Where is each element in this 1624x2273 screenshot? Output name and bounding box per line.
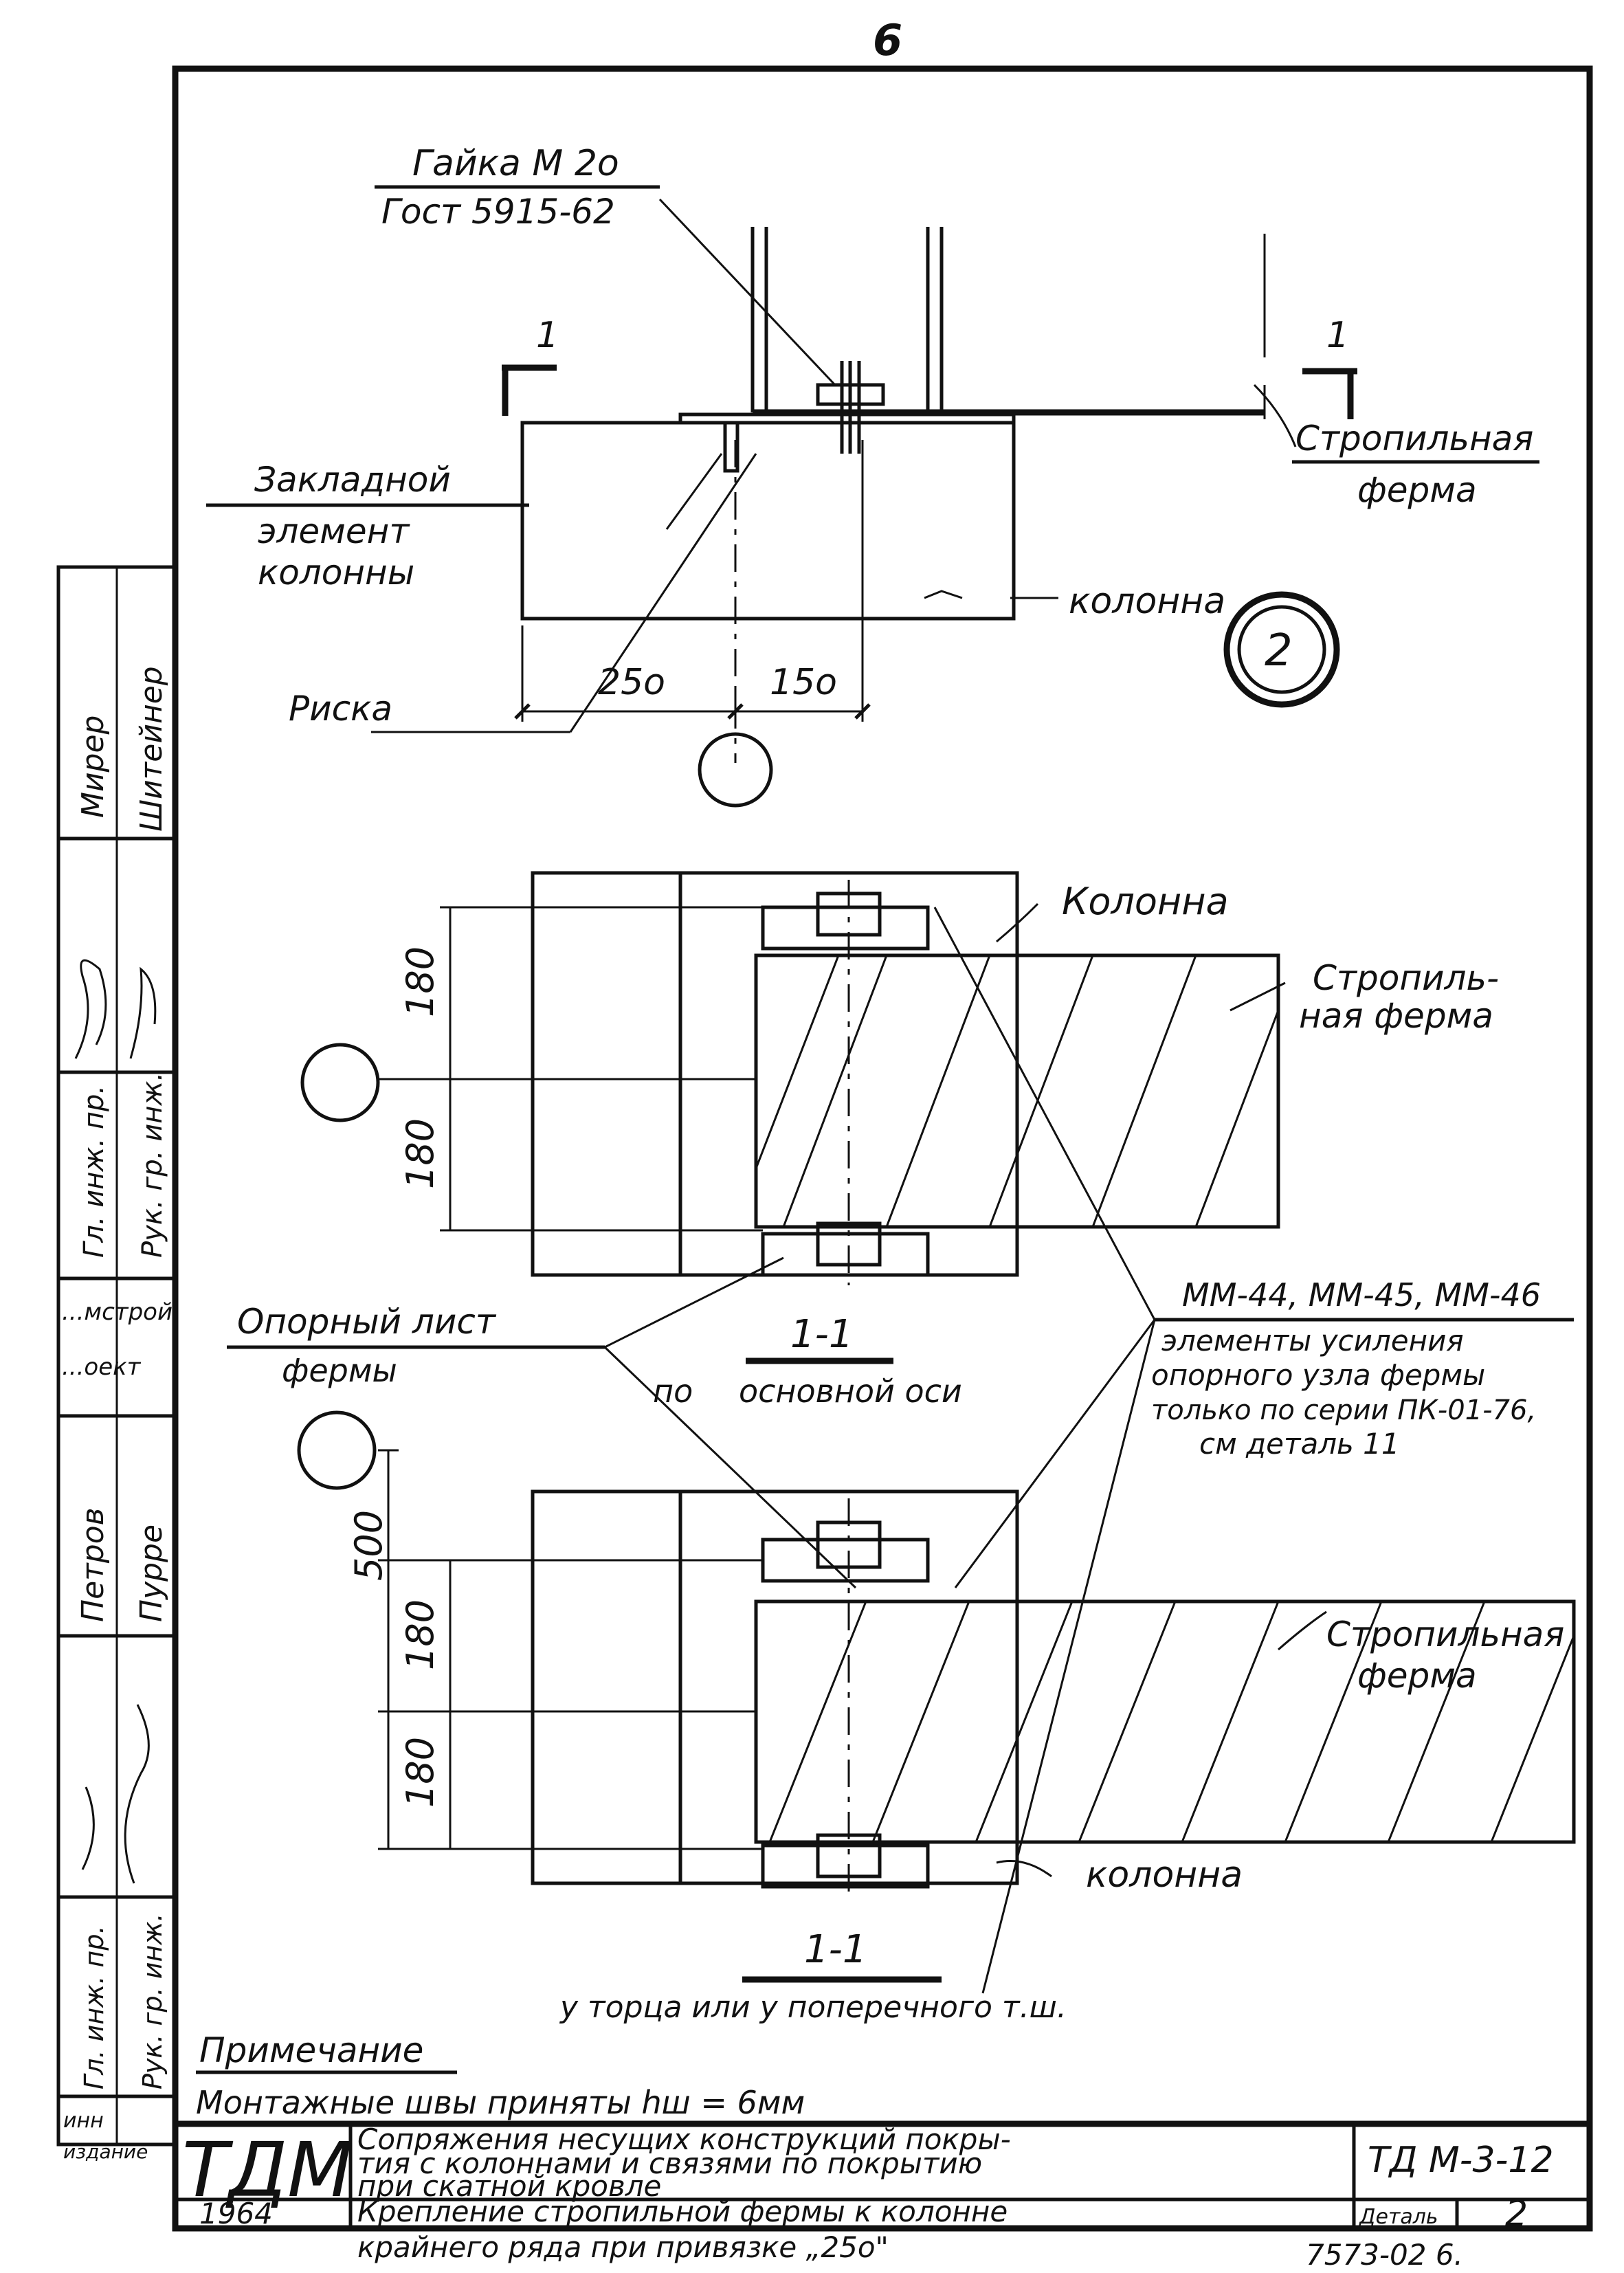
axis-bubble-top: [698, 732, 773, 808]
reinforce-label-5: см деталь 11: [1199, 1427, 1400, 1461]
stamp-role-5a: Гл. инж. пр.: [79, 1925, 109, 2089]
reinforce-label-4: только по серии ПК-01-76,: [1151, 1395, 1536, 1426]
section-title-bottom: 1-1: [804, 1927, 867, 1972]
embedded-label-2: элемент: [258, 511, 410, 551]
reinforce-label-2: элементы усиления: [1161, 1324, 1464, 1357]
subtitle-line-2: крайнего ряда при привязке „25о": [357, 2230, 889, 2264]
section-number-right: 1: [1326, 315, 1349, 356]
nut-label-2: Гост 5915-62: [381, 192, 615, 232]
bottom-view: 500 180 180 Стропильная ферма колонна 1-…: [297, 1410, 1576, 2025]
nut-label-1: Гайка М 2о: [412, 143, 619, 184]
stamp-role-2b: Рук. гр. инж.: [137, 1072, 168, 1258]
reinforce-label-3: опорного узла фермы: [1151, 1358, 1485, 1392]
stamp-name-1b: Шитейнер: [134, 666, 169, 832]
section-number-left: 1: [536, 315, 559, 356]
section-title-middle: 1-1: [790, 1312, 853, 1357]
stamp-role-2a: Гл. инж. пр.: [78, 1085, 110, 1258]
dim-total-bottom: 500: [347, 1510, 390, 1581]
section-subtitle-bottom: у торца или у поперечного т.ш.: [559, 1990, 1067, 2025]
column-bottom: [531, 1489, 1019, 1885]
stamp-name-4b: Пурре: [134, 1524, 169, 1622]
page-number: 6: [873, 15, 902, 65]
section-mark-left: [502, 364, 557, 416]
column-label-top: колонна: [1069, 581, 1225, 622]
top-view: 1 1 Гайка М 2о Гост 5915-62 Закладной эл…: [206, 143, 1539, 808]
axis-bubble-middle: [300, 1043, 380, 1122]
stiffener-bottom-bottom: [761, 1843, 930, 1889]
rafter-hatching-middle: [755, 955, 1280, 1228]
dim-top-middle: 180: [399, 946, 442, 1017]
side-stamp: Мирер Шитейнер Гл. инж. пр. Рук. гр. инж…: [56, 565, 177, 2163]
rafter-label-middle-2: ная ферма: [1299, 996, 1493, 1036]
subtitle-line-1: Крепление стропильной фермы к колонне: [357, 2195, 1008, 2228]
signature-1: [74, 959, 157, 1059]
stamp-bottom-a: инн: [63, 2109, 104, 2133]
rafter-label-top-1: Стропильная: [1295, 419, 1533, 458]
column-top-block: [520, 421, 1016, 621]
stamp-role-5b: Рук. гр. инж.: [137, 1913, 168, 2089]
section-subtitle-prefix: по: [653, 1373, 693, 1410]
detail-circle: [1223, 591, 1340, 708]
stamp-bottom-b: издание: [63, 2140, 148, 2163]
stiffener-top-middle: [761, 905, 930, 951]
risk-label: Риска: [289, 689, 392, 729]
stamp-org-b: ...оект: [62, 1353, 142, 1381]
rafter-label-bottom-1: Стропильная: [1326, 1615, 1564, 1654]
stamp-name-4a: Петров: [76, 1507, 111, 1622]
drawing-code: ТД М-3-12: [1368, 2140, 1554, 2181]
axis-bubble-bottom: [297, 1410, 377, 1490]
title-line-2: тия с колоннами и связями по покрытию: [357, 2147, 982, 2180]
embedded-label-1: Закладной: [254, 460, 451, 500]
support-sheet-label-2: фермы: [282, 1352, 397, 1389]
column-label-bottom: колонна: [1086, 1854, 1243, 1896]
dim-left: 25о: [598, 662, 665, 703]
title-year: 1964: [199, 2197, 273, 2230]
dim-right: 15о: [770, 662, 837, 703]
section-subtitle-middle: основной оси: [739, 1373, 962, 1410]
embedded-label-3: колонны: [258, 553, 414, 592]
rafter-bottom: [754, 1599, 1576, 1844]
dim-bottom-bottom: 180: [399, 1737, 442, 1808]
middle-view: 180 180 Колонна Стропиль- ная ферма 1-1 …: [300, 871, 1499, 1410]
archive-number: 7573-02 6.: [1306, 2238, 1463, 2272]
detail-number: 2: [1505, 2193, 1528, 2235]
rafter-label-top-2: ферма: [1357, 470, 1477, 510]
stiffener-top-bottom: [761, 1538, 930, 1583]
rafter-label-bottom-2: ферма: [1357, 1656, 1477, 1696]
title-line-3: при скатной кровле: [357, 2169, 661, 2203]
rafter-hatching-bottom: [768, 1601, 1575, 1843]
column-label-middle: Колонна: [1062, 880, 1229, 923]
support-sheet-label-1: Опорный лист: [237, 1302, 497, 1342]
logo-tdm: ТДМ: [182, 2126, 353, 2214]
notes: Примечание Монтажные швы приняты hш = 6м…: [196, 2030, 805, 2121]
detail-circle-number: 2: [1265, 625, 1293, 676]
rafter-middle: [754, 953, 1280, 1229]
stamp-name-1a: Мирер: [76, 716, 111, 819]
stiffener-bottom-middle: [761, 1232, 930, 1277]
notes-text: Монтажные швы приняты hш = 6мм: [196, 2084, 805, 2121]
stamp-org-a: ...мстрой: [62, 1298, 173, 1326]
title-line-1: Сопряжения несущих конструкций покры-: [357, 2122, 1011, 2156]
title-block: ТДМ 1964 Сопряжения несущих конструкций …: [175, 2120, 1590, 2272]
dim-bottom-middle: 180: [399, 1118, 442, 1189]
notes-heading: Примечание: [199, 2030, 423, 2070]
detail-label: Деталь: [1358, 2205, 1438, 2229]
callouts: Опорный лист фермы ММ-44, ММ-45, ММ-46 э…: [227, 907, 1574, 1994]
section-mark-right: [1302, 368, 1357, 419]
reinforce-label-1: ММ-44, ММ-45, ММ-46: [1182, 1276, 1541, 1313]
signature-2: [81, 1704, 150, 1884]
rafter-label-middle-1: Стропиль-: [1313, 958, 1499, 998]
dim-top-bottom: 180: [399, 1599, 442, 1670]
